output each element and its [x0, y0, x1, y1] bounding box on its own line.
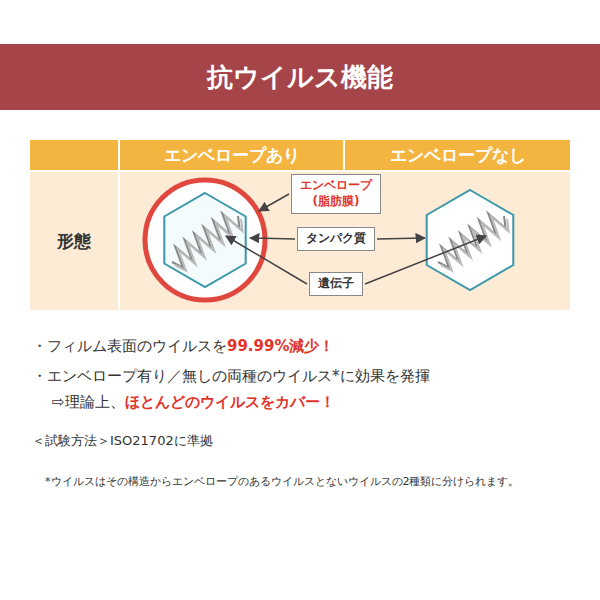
callout-box: タンパク質	[297, 227, 375, 251]
note-text: ＜試験方法＞ISO21702に準拠	[32, 433, 213, 448]
table-cell	[120, 172, 570, 310]
table-cell-text: エンベロープなし	[390, 144, 526, 167]
title-band	[0, 44, 600, 110]
leader-arrow	[377, 238, 425, 239]
leader-arrow	[365, 236, 486, 284]
gene-spring	[175, 217, 243, 271]
leader-arrow	[226, 236, 307, 284]
callout-text: エンベロープ (脂肪膜)	[300, 178, 372, 209]
table-header-cell	[30, 140, 118, 170]
table-cell-text: エンベロープあり	[164, 144, 300, 167]
callout-text: タンパク質	[306, 231, 366, 247]
callout-text: 遺伝子	[318, 276, 354, 292]
table-header-cell	[120, 140, 343, 170]
note-text: ・フィルム表面のウイルスを	[32, 337, 227, 355]
table-cell	[30, 172, 118, 310]
title: 抗ウイルス機能	[207, 60, 393, 95]
note-text: 99.99%減少！	[227, 337, 334, 355]
note-text: ほとんどのウイルスをカバー！	[125, 393, 335, 411]
table-header-cell	[345, 140, 570, 170]
callout-box: エンベロープ (脂肪膜)	[291, 174, 381, 213]
gene-spring	[441, 217, 509, 271]
note-text: ・エンベロープ有り／無しの両種のウイルス*に効果を発揮	[32, 367, 430, 385]
envelope-circle	[145, 180, 265, 300]
callout-box: 遺伝子	[309, 272, 363, 296]
leader-arrow	[250, 238, 295, 239]
capsid-hexagon	[427, 190, 514, 290]
leader-arrow	[259, 194, 289, 211]
table-cell-text: 形態	[57, 230, 91, 253]
note-text: ⇨理論上、	[52, 393, 125, 411]
note-text: *ウイルスはその構造からエンベロープのあるウイルスとないウイルスの2種類に分けら…	[45, 475, 520, 488]
